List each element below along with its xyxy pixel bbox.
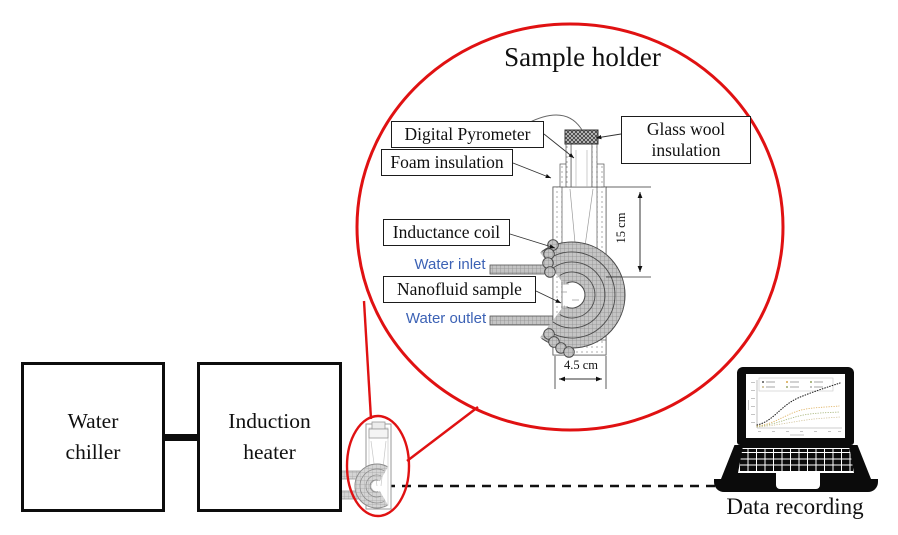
laptop-chart-svg [748, 377, 842, 436]
water-chiller-line2: chiller [65, 440, 121, 464]
label-water-outlet: Water outlet [405, 310, 487, 327]
label-nanofluid-sample-text: Nanofluid sample [397, 279, 522, 300]
dimension-height-label: 15 cm [614, 212, 628, 244]
label-water-inlet: Water inlet [414, 256, 486, 273]
dimension-width-label: 4.5 cm [563, 358, 599, 372]
magnified-view-title: Sample holder [504, 42, 661, 72]
water-chiller-line1: Water [67, 409, 119, 434]
label-foam-insulation: Foam insulation [381, 149, 513, 176]
small-red-ellipse [345, 414, 411, 518]
induction-heater-block: Induction heater [197, 362, 342, 512]
dimension-width-lines [554, 356, 607, 389]
laptop-screen [737, 367, 854, 445]
inductance-coil-drawing [540, 239, 626, 358]
label-digital-pyrometer-text: Digital Pyrometer [404, 124, 531, 145]
water-chiller-block: Water chiller [21, 362, 165, 512]
laptop-trackpad [776, 471, 820, 489]
label-inductance-coil: Inductance coil [383, 219, 510, 246]
induction-heater-line2: heater [243, 440, 296, 464]
label-glass-wool-line2: insulation [651, 140, 721, 160]
water-outlet-pipe [489, 315, 557, 326]
glass-wool-cap [564, 129, 599, 145]
laptop-chart-legend [762, 381, 823, 388]
magnifier-callout [345, 22, 785, 518]
sample-holder-drawing [489, 114, 651, 389]
label-foam-insulation-text: Foam insulation [390, 152, 504, 173]
label-glass-wool-line1: Glass wool [646, 119, 726, 140]
mini-sample-holder-drawing [354, 421, 392, 510]
label-glass-wool-insulation: Glass wool insulation [621, 116, 751, 164]
laptop-chart [746, 374, 845, 438]
data-recording-caption: Data recording [726, 494, 864, 519]
label-nanofluid-sample: Nanofluid sample [383, 276, 536, 303]
chiller-heater-connector [164, 434, 198, 441]
label-digital-pyrometer: Digital Pyrometer [391, 121, 544, 148]
large-red-circle [355, 22, 785, 432]
callout-arrows [509, 114, 622, 304]
dimension-height-lines [606, 186, 651, 278]
laptop-keys-grid [738, 448, 854, 473]
label-inductance-coil-text: Inductance coil [392, 222, 501, 243]
laptop-chart-ticks [748, 382, 841, 436]
induction-heater-line1: Induction [228, 409, 311, 434]
